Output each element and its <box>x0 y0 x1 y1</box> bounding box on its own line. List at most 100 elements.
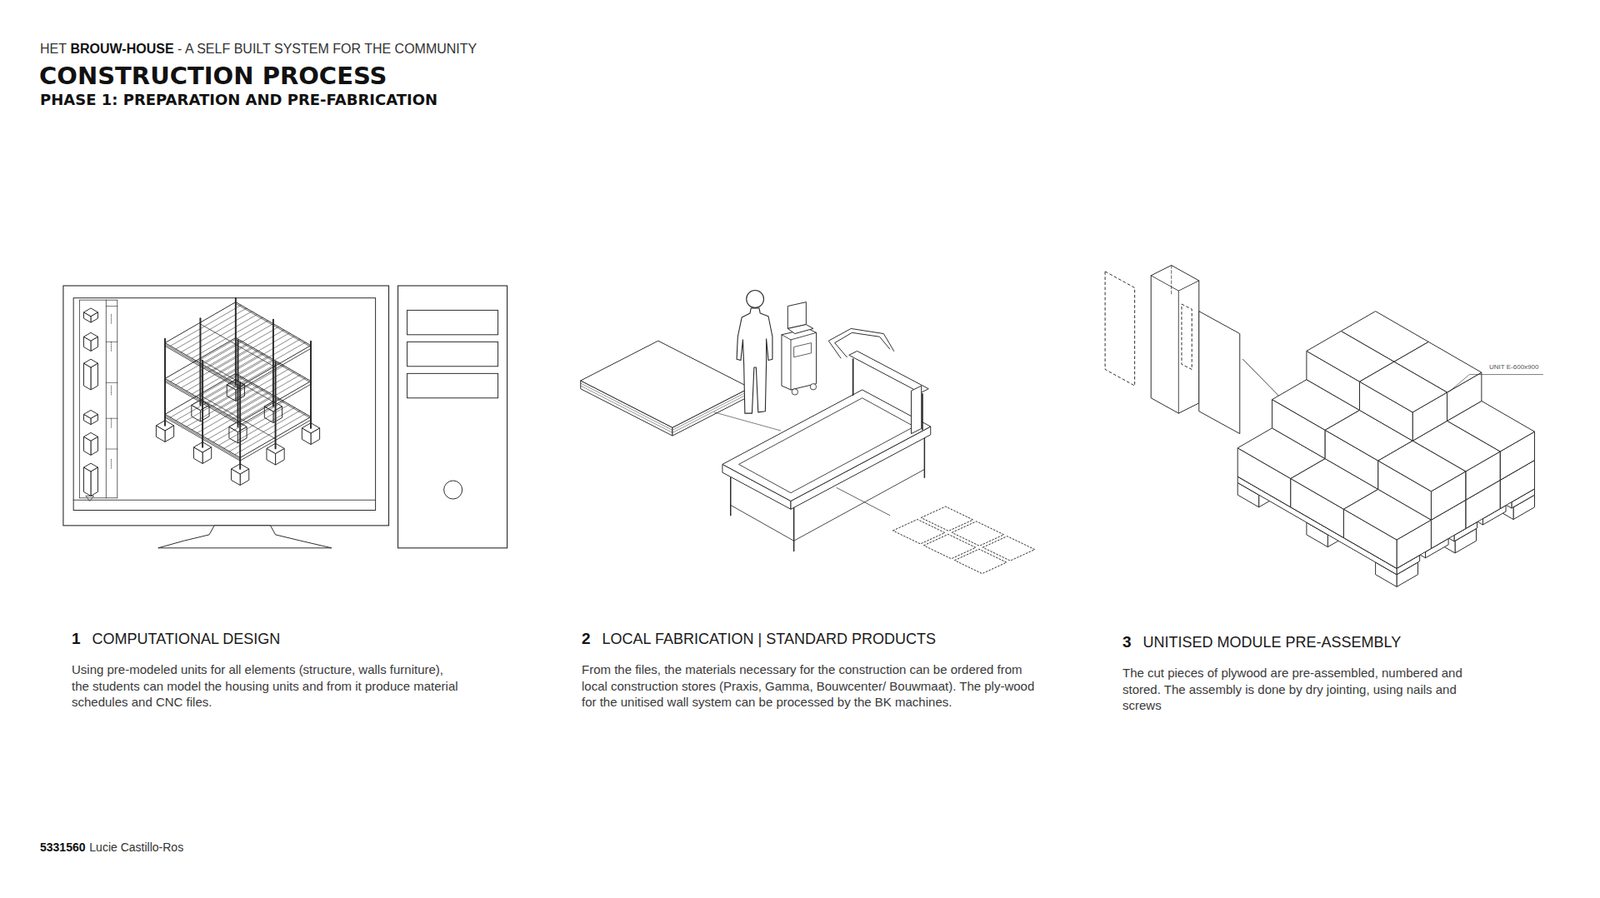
project-prefix: HET <box>40 41 67 57</box>
deck <box>165 302 311 387</box>
assembly-drawing <box>1105 265 1543 588</box>
deck-slat <box>235 414 306 455</box>
module-box <box>1360 361 1448 441</box>
screen-bar <box>73 500 375 501</box>
sidebar-divider <box>105 300 107 499</box>
power-button <box>444 480 463 500</box>
deck-slat <box>218 369 290 410</box>
deck-slat <box>235 378 306 420</box>
box-top <box>83 332 98 341</box>
deck-slat <box>180 311 252 353</box>
module-frame-edge <box>1150 275 1200 291</box>
sidebar-tab <box>105 305 117 307</box>
box-top <box>83 308 98 317</box>
cutting-bed <box>739 398 915 494</box>
deck-slat <box>175 344 247 385</box>
deck-slat <box>186 385 258 427</box>
laptop-screen <box>787 302 806 330</box>
callout: UNIT E-600x900 <box>1489 363 1539 372</box>
person-head <box>746 290 765 309</box>
sidebar-text-mark <box>110 341 112 352</box>
step-description: Using pre-modeled units for all elements… <box>71 661 464 711</box>
unit-callout: UNIT E-600x900 <box>1489 363 1539 372</box>
component-icon <box>83 463 98 496</box>
component-icon <box>83 359 98 390</box>
author-line: 5331560Lucie Castillo-Ros <box>40 840 184 855</box>
drive-bay <box>407 310 499 335</box>
component-icon <box>83 308 98 323</box>
table-leg <box>924 432 925 478</box>
phase-line: PHASE 1: PREPARATION AND PRE-FABRICATION <box>40 90 438 109</box>
box-top <box>1378 440 1466 492</box>
deck-slat <box>175 308 247 350</box>
monitor-screen <box>73 298 375 511</box>
project-tagline: - A SELF BUILT SYSTEM FOR THE COMMUNITY <box>177 41 477 57</box>
panel-dashed <box>1181 304 1192 370</box>
control-cabinet <box>781 328 817 390</box>
deck-slat <box>218 333 290 375</box>
gantry-upright <box>852 359 855 395</box>
wall-panel <box>1199 311 1240 435</box>
cabinet-wheel <box>791 389 798 395</box>
box-front <box>83 467 90 496</box>
step-heading: 2LOCAL FABRICATION | STANDARD PRODUCTS <box>581 630 936 649</box>
step-description: From the files, the materials necessary … <box>581 661 1036 711</box>
deck-slat <box>208 398 280 440</box>
sidebar-text-mark <box>110 459 112 470</box>
plywood-layer <box>580 383 750 430</box>
callout-leader <box>1449 375 1544 393</box>
student-number: 5331560 <box>40 840 86 855</box>
cable-chain <box>828 328 894 359</box>
deck-slat <box>218 405 290 446</box>
sidebar-tab <box>105 449 117 450</box>
computer-tower <box>398 285 508 549</box>
deck-beam <box>235 303 311 347</box>
deck-slat <box>235 342 306 384</box>
monitor-stand <box>158 525 332 549</box>
drive-bay <box>407 373 499 398</box>
box-top <box>83 410 98 419</box>
component-icon <box>83 432 98 455</box>
deck-slat <box>180 347 252 389</box>
deck-slat <box>208 362 280 404</box>
plywood-sheet <box>580 340 750 428</box>
deck-slat <box>191 317 263 359</box>
cut-piece <box>982 536 1035 561</box>
deck-beam <box>165 415 240 460</box>
laptop-keyboard <box>787 325 814 335</box>
module-frame <box>1150 265 1200 415</box>
cabinet-wheel <box>810 384 816 390</box>
step-number: 3 <box>1122 633 1132 652</box>
output-line <box>836 488 890 516</box>
deck-slat <box>229 410 300 452</box>
cable-chain <box>835 332 890 357</box>
deck-slat <box>208 326 280 368</box>
deck-slat <box>170 305 241 346</box>
table-frame <box>722 390 931 502</box>
monitor-frame <box>63 285 390 526</box>
box-front <box>83 363 90 390</box>
deck-slat <box>213 330 285 371</box>
deck-edge <box>165 345 311 390</box>
person-silhouette <box>736 308 773 414</box>
box-side <box>90 467 98 496</box>
step-heading: 3 UNITISED MODULE PRE-ASSEMBLY <box>1122 633 1401 652</box>
module-box <box>1378 440 1466 520</box>
box-top <box>83 359 98 368</box>
step-heading: 1COMPUTATIONAL DESIGN <box>71 630 280 649</box>
step-number: 2 <box>581 630 591 649</box>
deck-slat <box>186 350 258 391</box>
deck-slat <box>213 401 285 443</box>
deck-slat <box>175 380 247 421</box>
gantry-upright <box>921 394 924 430</box>
sidebar-tab <box>105 341 117 343</box>
step-title: UNITISED MODULE PRE-ASSEMBLY <box>1143 634 1402 652</box>
panel-dashed <box>1105 271 1135 386</box>
control-panel <box>794 343 812 358</box>
box-top <box>83 463 98 472</box>
deck-slat <box>191 389 263 430</box>
step-number: 1 <box>71 630 81 649</box>
deck-slat <box>224 336 295 378</box>
deck-slat <box>229 339 300 380</box>
